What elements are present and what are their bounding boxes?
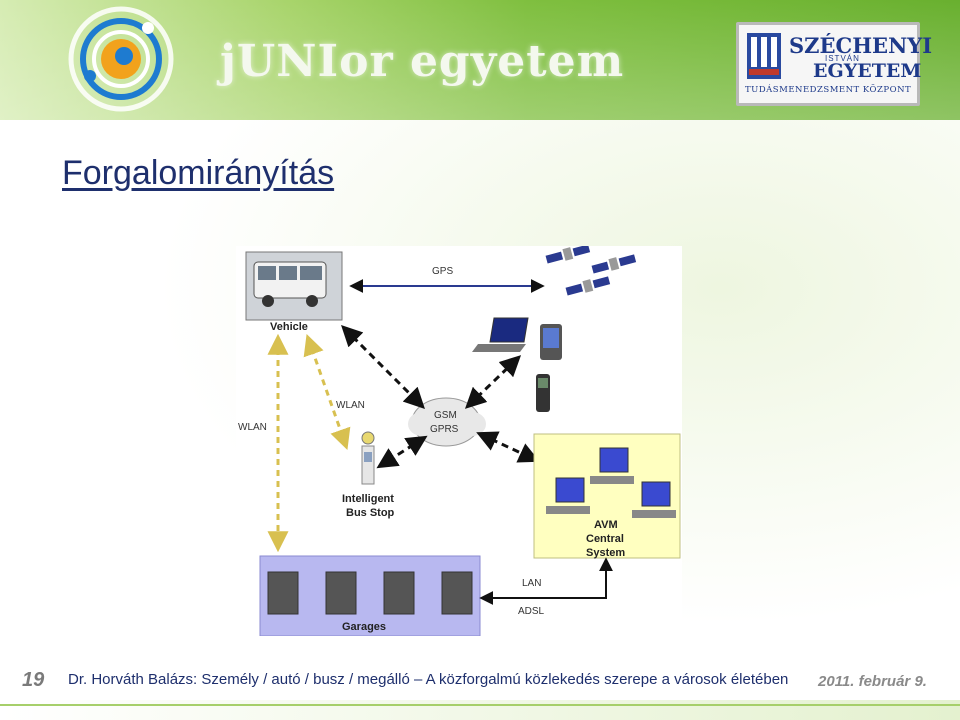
junior-logo-icon bbox=[68, 6, 174, 112]
gsm-avm-link bbox=[476, 431, 540, 463]
footer-date: 2011. február 9. bbox=[818, 673, 927, 690]
university-name-line3: EGYETEM bbox=[813, 60, 922, 82]
gps-label: GPS bbox=[432, 266, 453, 277]
avm-label-line1: AVM bbox=[594, 519, 618, 531]
university-subtitle: TUDÁSMENEDZSMENT KÖZPONT bbox=[745, 85, 912, 95]
adsl-label: ADSL bbox=[518, 606, 545, 617]
wlan-left-label: WLAN bbox=[238, 422, 267, 433]
gprs-label: GPRS bbox=[430, 424, 459, 435]
avm-label-line2: Central bbox=[586, 533, 624, 545]
lan-adsl-link bbox=[479, 557, 613, 605]
footer-text: Dr. Horváth Balázs: Személy / autó / bus… bbox=[68, 671, 789, 688]
university-logo: SZÉCHENYI ISTVÁN EGYETEM TUDÁSMENEDZSMEN… bbox=[736, 22, 932, 106]
laptop-icon bbox=[472, 317, 529, 352]
brand-title: jUNIor egyetem bbox=[220, 36, 625, 87]
header-banner: jUNIor egyetem SZÉCHENYI ISTVÁN EGYETEM … bbox=[0, 0, 960, 120]
gsm-label: GSM bbox=[434, 410, 457, 421]
vehicle-gsm-link bbox=[341, 325, 425, 409]
vehicle-bus-icon bbox=[245, 251, 343, 321]
bus-stop-label-line1: Intelligent bbox=[342, 493, 394, 505]
pda-icon bbox=[540, 324, 562, 360]
university-name-line1: SZÉCHENYI bbox=[789, 33, 933, 58]
university-emblem-icon bbox=[747, 33, 781, 79]
gsm-busstop-link bbox=[376, 435, 428, 469]
university-name-line2: ISTVÁN bbox=[825, 54, 860, 63]
vehicle-label: Vehicle bbox=[270, 321, 308, 333]
garages-box bbox=[259, 555, 481, 636]
lan-label: LAN bbox=[522, 578, 541, 589]
bus-stop-label-line2: Bus Stop bbox=[346, 507, 395, 519]
avm-central-system-box bbox=[533, 433, 681, 559]
slide-number: 19 bbox=[22, 669, 45, 691]
avm-label-line3: System bbox=[586, 547, 625, 559]
slide-title: Forgalomirányítás bbox=[62, 154, 335, 192]
wlan-right-label: WLAN bbox=[336, 400, 365, 411]
garages-label: Garages bbox=[342, 621, 386, 633]
wlan-vehicle-busstop-link bbox=[303, 334, 351, 450]
gsm-cloud-icon bbox=[408, 397, 486, 447]
bus-stop-icon bbox=[361, 431, 375, 485]
mobile-phone-icon bbox=[536, 374, 550, 412]
traffic-system-diagram: Vehicle GPS bbox=[236, 246, 682, 636]
workstation-icon bbox=[546, 447, 676, 518]
bottom-stripe bbox=[0, 700, 960, 720]
